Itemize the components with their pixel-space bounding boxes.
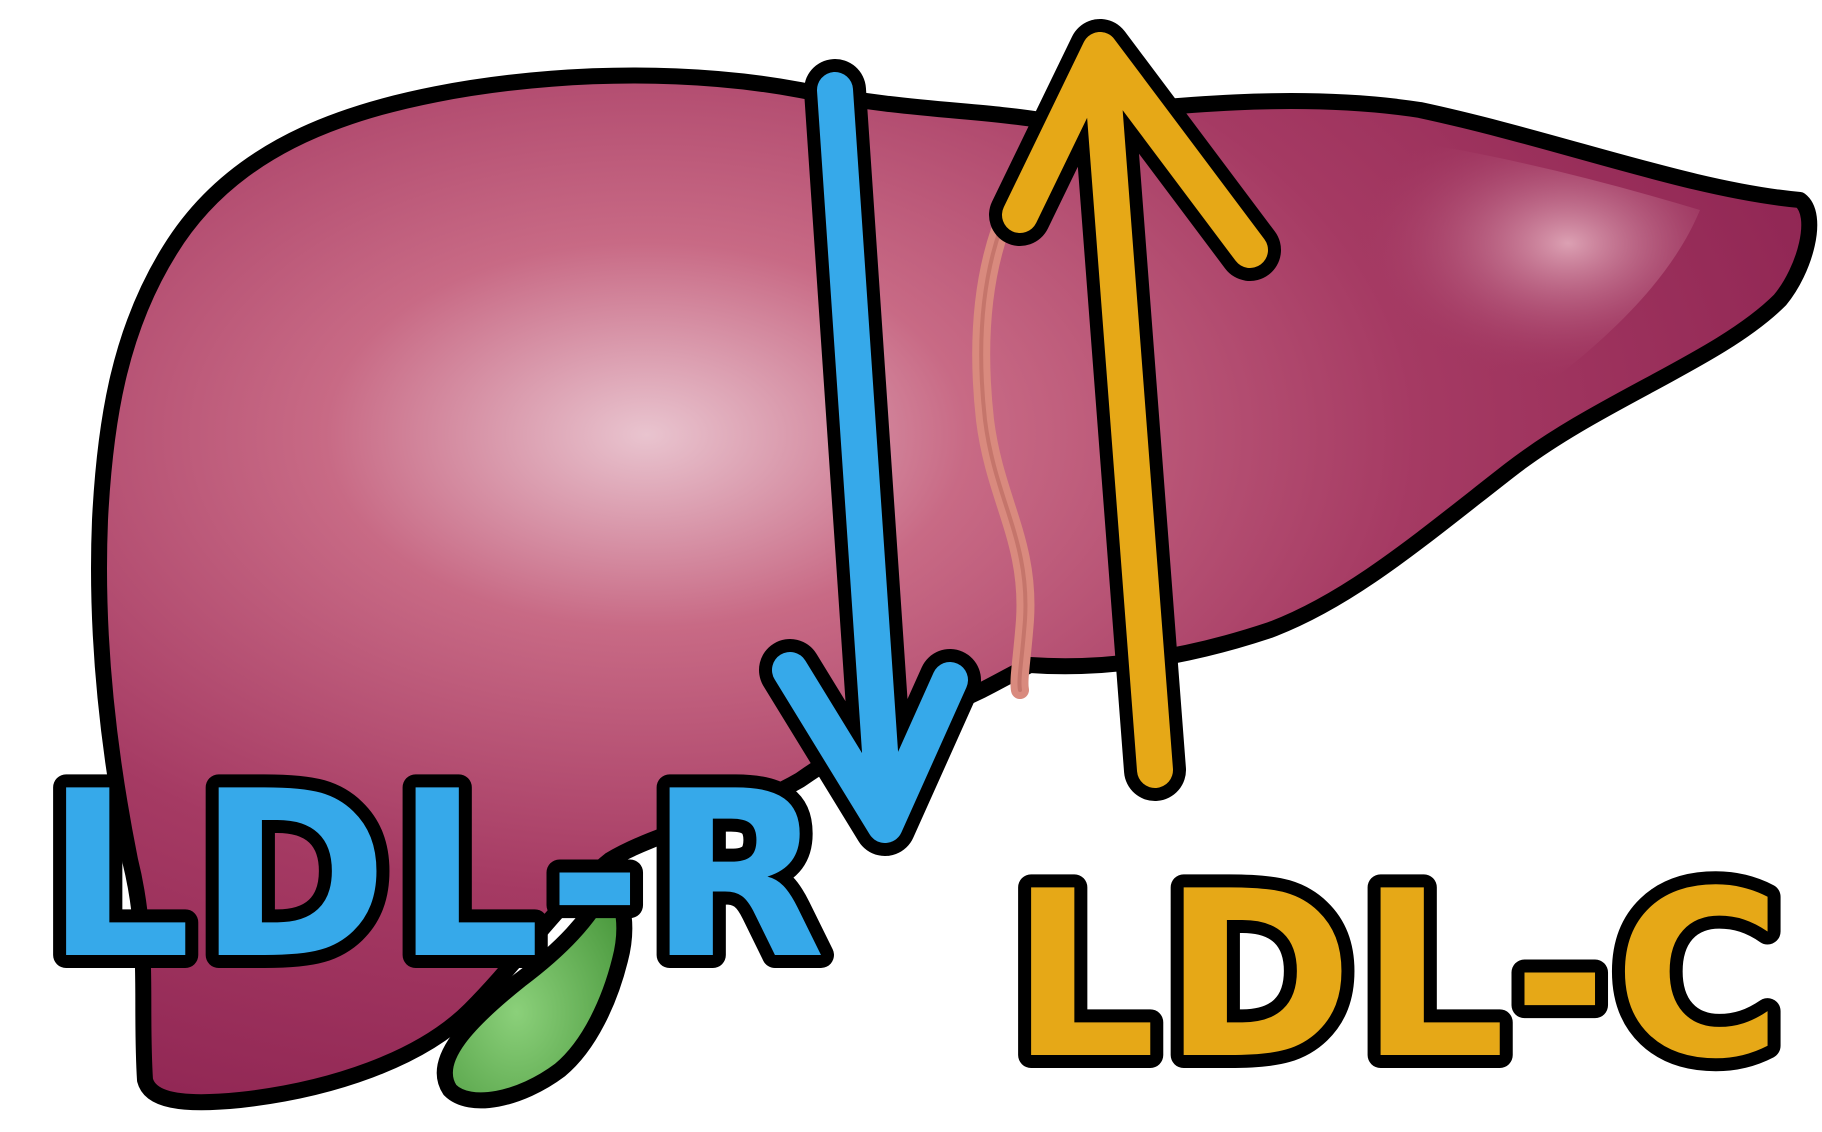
ldl-c-label: LDL-C (1010, 843, 1788, 1110)
ldl-r-label: LDL-R (45, 743, 832, 1010)
